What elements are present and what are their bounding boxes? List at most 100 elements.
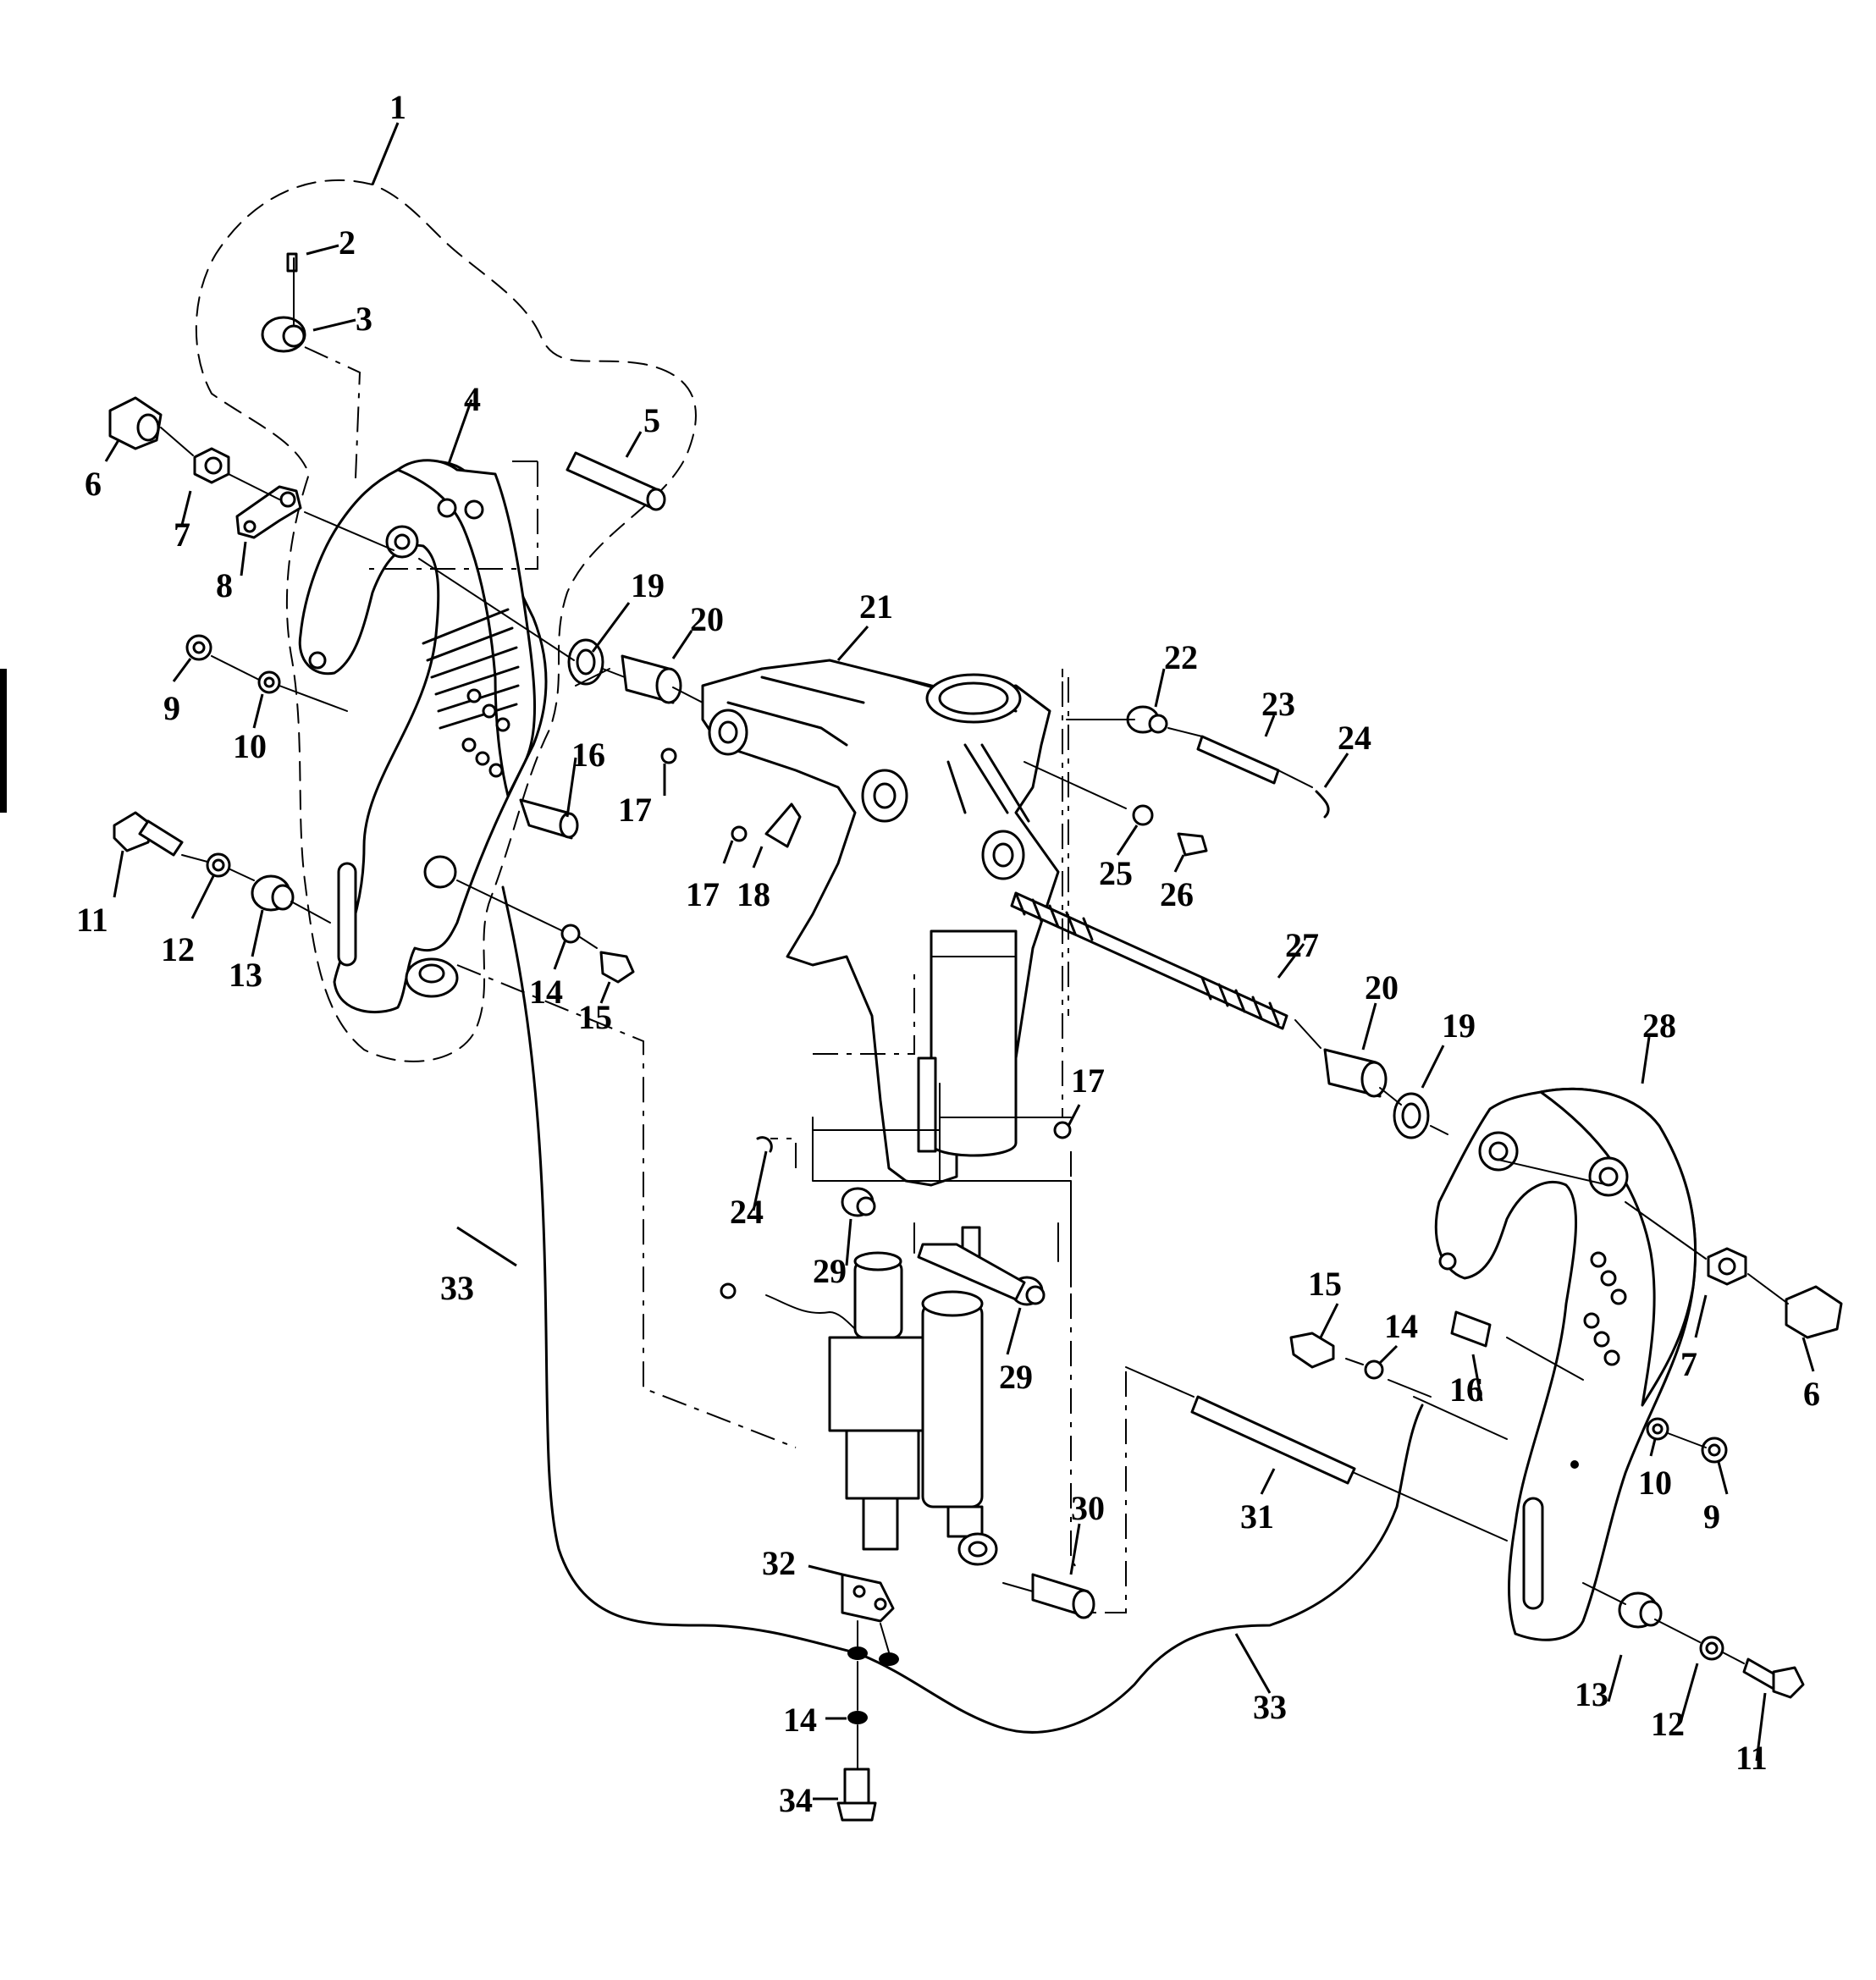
washer-10-right [1646, 1417, 1669, 1441]
callout-14-bottom: 14 [783, 1701, 817, 1739]
callout-27: 27 [1285, 926, 1319, 964]
bushing-29-a [841, 1187, 876, 1217]
callout-12-right: 12 [1651, 1705, 1685, 1743]
callout-15-left: 15 [578, 998, 612, 1036]
pin-23 [1196, 735, 1280, 785]
callout-9-left: 9 [163, 689, 180, 727]
callout-31: 31 [1240, 1497, 1274, 1536]
callout-6-left: 6 [85, 465, 102, 503]
clip-24-center [756, 1136, 773, 1153]
bushing-3 [261, 316, 306, 353]
bolt-11-left [113, 811, 184, 857]
callout-3: 3 [356, 300, 372, 338]
bushing-13-left [251, 874, 295, 912]
washer-bottom-b [879, 1652, 899, 1666]
tilt-shaft-27 [1010, 891, 1288, 1030]
nut-7-left [193, 447, 230, 484]
bushing-20-left [621, 654, 682, 704]
callout-33-left: 33 [440, 1269, 474, 1307]
callout-13-right: 13 [1575, 1675, 1608, 1713]
callout-14-right: 14 [1384, 1307, 1418, 1345]
bushing-20-right [1323, 1048, 1388, 1098]
left-clamp-bracket [298, 459, 548, 1013]
callout-7-right: 7 [1680, 1345, 1697, 1383]
callout-10-left: 10 [233, 727, 267, 765]
callout-25: 25 [1099, 854, 1133, 892]
callout-30: 30 [1071, 1489, 1105, 1527]
pin-5 [566, 451, 666, 511]
bushing-30 [1031, 1573, 1095, 1619]
pin-2 [286, 252, 298, 273]
callout-11-left: 11 [76, 901, 108, 939]
bracket-32 [841, 1573, 895, 1623]
callout-34: 34 [779, 1781, 813, 1819]
callout-17-a: 17 [618, 791, 652, 829]
callout-24-right: 24 [1338, 719, 1371, 757]
callout-21: 21 [859, 587, 893, 626]
callout-18: 18 [737, 875, 770, 913]
callout-22: 22 [1164, 638, 1198, 676]
callout-20-right: 20 [1365, 968, 1399, 1007]
callout-9-right: 9 [1703, 1497, 1720, 1536]
washer-10-left [257, 670, 281, 694]
bolt-15-right [1289, 1332, 1335, 1369]
callout-4: 4 [464, 380, 481, 418]
callout-6-right: 6 [1803, 1375, 1820, 1413]
callout-13-left: 13 [229, 956, 262, 994]
nut-9-left [185, 634, 212, 661]
callout-7-left: 7 [174, 516, 190, 554]
terminal-8 [235, 485, 302, 539]
cap-6-left [108, 396, 163, 450]
nut-7-right [1707, 1247, 1747, 1286]
tilt-pin-31 [1190, 1395, 1356, 1485]
callout-19-right: 19 [1442, 1007, 1476, 1045]
clip-18 [764, 802, 802, 848]
callout-20-left: 20 [690, 600, 724, 638]
callout-23: 23 [1261, 685, 1295, 723]
bolt-11-right [1742, 1657, 1805, 1699]
callout-17-b: 17 [686, 875, 720, 913]
bushing-16-right [1450, 1310, 1492, 1348]
callout-17-c: 17 [1071, 1062, 1105, 1100]
bushing-16-left [519, 798, 579, 840]
screw-26 [1177, 832, 1208, 857]
callout-29-b: 29 [999, 1358, 1033, 1396]
alignment-lines [160, 257, 1789, 1770]
washer-25 [1132, 804, 1154, 826]
callout-labels: 1 2 3 4 5 6 6 7 7 8 9 9 10 10 11 11 12 1… [76, 88, 1820, 1819]
callout-26: 26 [1160, 875, 1194, 913]
washer-14-left [560, 924, 581, 944]
washer-12-right [1699, 1635, 1724, 1661]
callout-12-left: 12 [161, 930, 195, 968]
callout-5: 5 [643, 401, 660, 439]
callout-14-left: 14 [529, 973, 563, 1011]
callout-11-right: 11 [1735, 1739, 1768, 1777]
screw-17-c [1053, 1121, 1072, 1139]
callout-2: 2 [339, 223, 356, 262]
bolt-15-left [599, 951, 635, 984]
callout-15-right: 15 [1308, 1265, 1342, 1303]
callout-33-right: 33 [1253, 1688, 1287, 1726]
trim-rod-link [917, 1243, 1026, 1301]
bushing-22 [1126, 705, 1168, 734]
ground-cable-33 [501, 885, 1424, 1734]
callout-16-right: 16 [1449, 1371, 1483, 1409]
callout-1: 1 [389, 88, 406, 126]
clip-24-right [1315, 790, 1330, 819]
callout-29-a: 29 [813, 1252, 847, 1290]
screw-17-a [660, 747, 677, 764]
bolt-34 [836, 1768, 877, 1822]
bushing-13-right [1618, 1591, 1663, 1629]
callout-16-left: 16 [571, 736, 605, 774]
screw-17-b [731, 825, 748, 842]
nut-9-right [1701, 1437, 1728, 1464]
callout-19-left: 19 [631, 566, 665, 604]
washer-19-left [567, 638, 604, 686]
swivel-bracket [701, 659, 1060, 1187]
washer-12-left [206, 852, 231, 878]
washer-14-bottom [847, 1711, 868, 1724]
trim-motor-unit [720, 1056, 998, 1566]
cap-6-right [1785, 1285, 1843, 1339]
callout-32: 32 [762, 1544, 796, 1582]
